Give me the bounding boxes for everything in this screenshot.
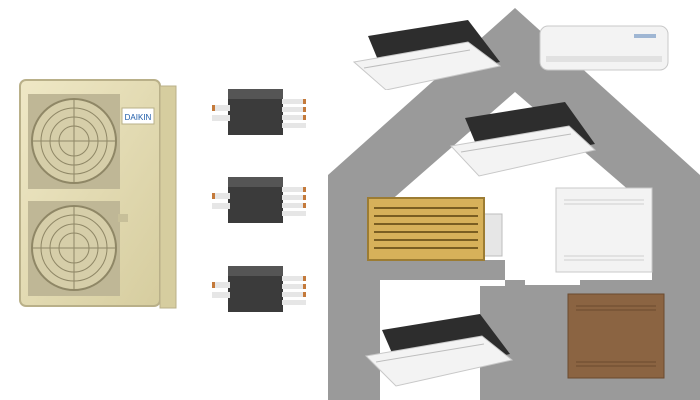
indoor-cassette-1 bbox=[352, 20, 502, 90]
indoor-cassette-3 bbox=[364, 314, 514, 387]
branch-box-3 bbox=[212, 266, 306, 312]
indoor-ducted-gold bbox=[367, 197, 503, 261]
indoor-cassette-2 bbox=[450, 102, 597, 177]
branch-box-2 bbox=[212, 177, 306, 223]
outdoor-unit-logo: DAIKIN bbox=[125, 113, 152, 122]
indoor-floor-console-brown bbox=[567, 293, 665, 379]
fan-guard-top-icon bbox=[32, 99, 116, 183]
indoor-wall-mounted bbox=[539, 25, 669, 71]
branch-box-1 bbox=[212, 89, 306, 135]
fan-guard-bottom-icon bbox=[32, 206, 116, 290]
outdoor-unit: DAIKIN bbox=[19, 79, 177, 309]
indoor-floor-console-white bbox=[555, 187, 653, 273]
